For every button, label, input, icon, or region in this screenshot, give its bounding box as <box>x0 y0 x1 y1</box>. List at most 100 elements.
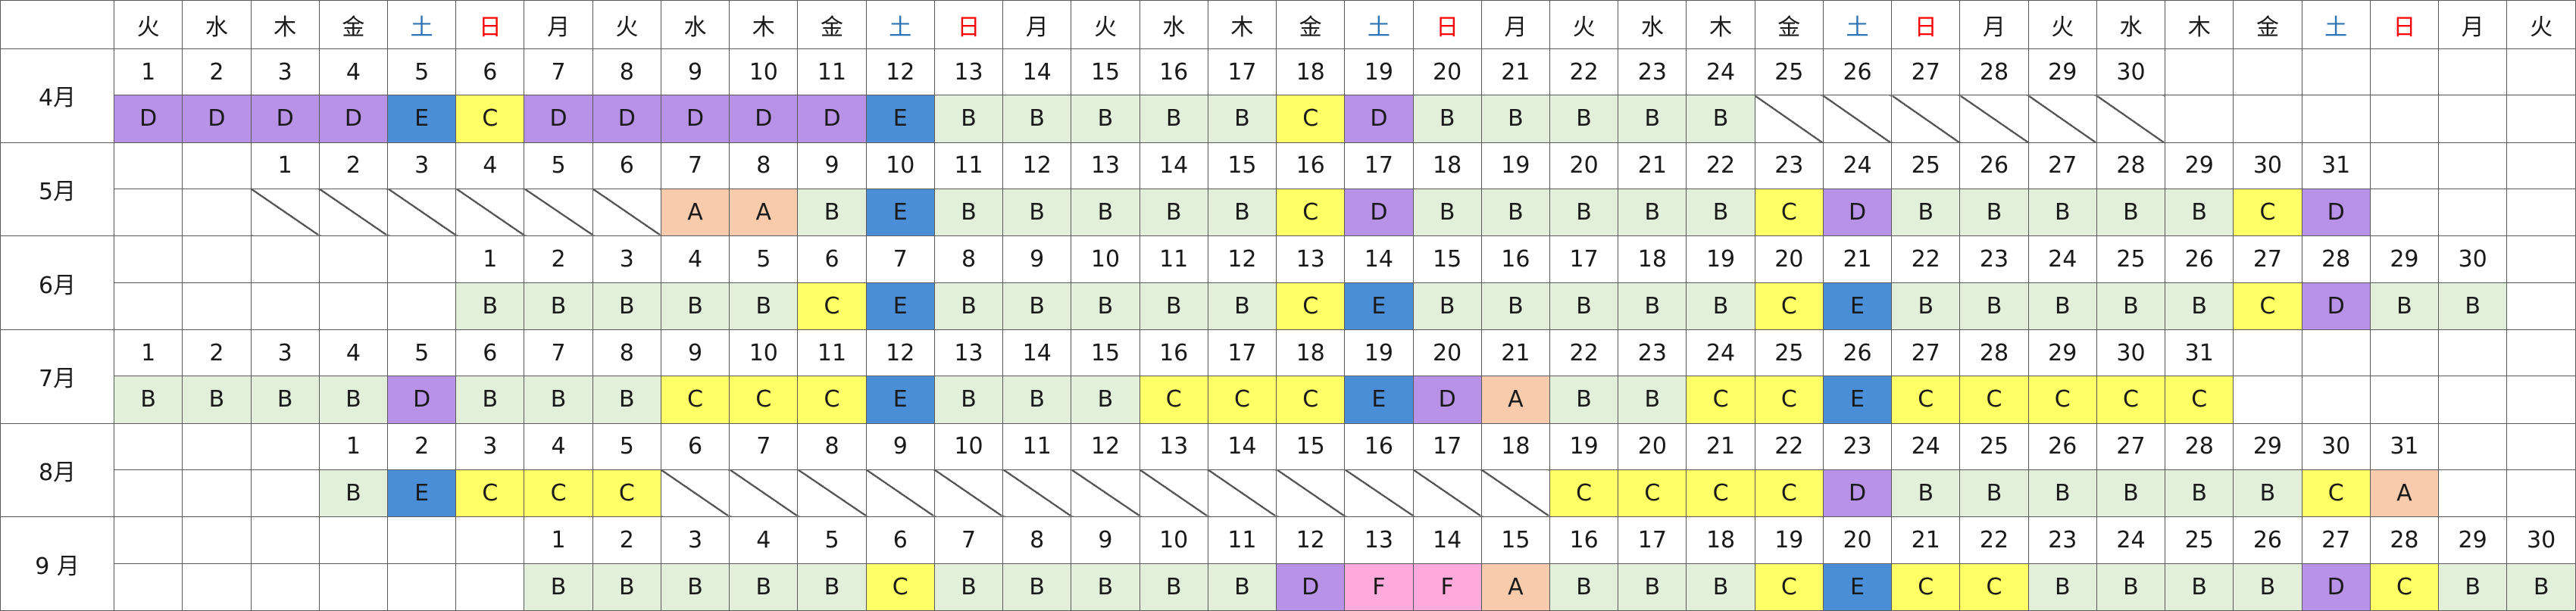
weekday-header: 日 <box>1891 0 1961 49</box>
no-service-slash <box>865 469 935 518</box>
day-number: 17 <box>1412 422 1482 470</box>
shift-code: B <box>1002 376 1072 424</box>
day-number: 26 <box>1822 329 1893 377</box>
weekday-header: 火 <box>114 0 183 49</box>
day-number: 7 <box>933 516 1004 564</box>
empty-cell <box>250 563 320 611</box>
no-service-slash <box>660 469 730 518</box>
day-number: 9 <box>660 48 730 96</box>
shift-code: B <box>1618 376 1687 424</box>
shift-code: B <box>2165 282 2234 330</box>
day-number: 11 <box>933 142 1004 189</box>
weekday-header: 金 <box>1276 0 1346 49</box>
shift-code: D <box>729 95 799 143</box>
empty-cell <box>250 235 320 283</box>
shift-code: B <box>1480 95 1550 143</box>
shift-code: B <box>250 376 320 424</box>
shift-code: C <box>1754 282 1824 330</box>
shift-code: C <box>729 376 799 424</box>
shift-code: E <box>865 95 935 143</box>
weekday-header: 木 <box>1207 0 1277 49</box>
month-label: 8月 <box>0 422 115 518</box>
shift-code: E <box>386 469 457 518</box>
day-number: 17 <box>1207 48 1277 96</box>
weekday-header: 金 <box>797 0 867 49</box>
empty-cell <box>182 563 252 611</box>
shift-code: E <box>1344 376 1414 424</box>
no-service-slash <box>524 188 593 237</box>
shift-code: D <box>1276 563 1346 611</box>
day-number: 12 <box>865 329 935 377</box>
empty-cell <box>114 563 183 611</box>
day-number: 20 <box>1754 235 1824 283</box>
day-number: 6 <box>592 142 661 189</box>
day-number: 24 <box>2027 235 2097 283</box>
day-number: 15 <box>1276 422 1346 470</box>
shift-code: B <box>2027 563 2097 611</box>
shift-code: B <box>1071 95 1140 143</box>
day-number: 27 <box>2233 235 2302 283</box>
day-number: 10 <box>1071 235 1140 283</box>
weekday-header: 金 <box>1754 0 1824 49</box>
day-number: 2 <box>182 329 252 377</box>
day-number: 3 <box>660 516 730 564</box>
empty-cell <box>250 422 320 470</box>
shift-code: B <box>1139 282 1208 330</box>
day-number: 22 <box>1754 422 1824 470</box>
day-number: 15 <box>1071 329 1140 377</box>
day-number: 29 <box>2369 235 2440 283</box>
weekday-header: 火 <box>2027 0 2097 49</box>
weekday-header: 火 <box>1549 0 1619 49</box>
empty-cell <box>386 563 457 611</box>
shift-code: F <box>1412 563 1482 611</box>
day-number: 21 <box>1822 235 1893 283</box>
day-number: 27 <box>1891 329 1961 377</box>
shift-code: B <box>1959 469 2029 518</box>
day-number: 31 <box>2369 422 2440 470</box>
day-number: 20 <box>1549 142 1619 189</box>
shift-code: B <box>524 282 593 330</box>
day-number: 8 <box>797 422 867 470</box>
day-number: 14 <box>1139 142 1208 189</box>
day-number: 3 <box>250 329 320 377</box>
day-number: 25 <box>1891 142 1961 189</box>
day-number: 24 <box>1686 329 1755 377</box>
no-service-slash <box>2027 95 2097 143</box>
day-number: 19 <box>1344 329 1414 377</box>
shift-code: C <box>455 95 525 143</box>
shift-code: B <box>1207 95 1277 143</box>
day-number: 5 <box>729 235 799 283</box>
empty-cell <box>250 516 320 564</box>
empty-cell <box>318 563 389 611</box>
empty-cell <box>2301 95 2371 143</box>
no-service-slash <box>2096 95 2166 143</box>
day-number: 11 <box>1002 422 1072 470</box>
shift-code: B <box>2165 469 2234 518</box>
shift-code: B <box>1959 188 2029 237</box>
day-number: 10 <box>1139 516 1208 564</box>
day-number: 15 <box>1412 235 1482 283</box>
weekday-header: 木 <box>1686 0 1755 49</box>
shift-code: B <box>1480 188 1550 237</box>
shift-code: B <box>1002 95 1072 143</box>
day-number: 3 <box>250 48 320 96</box>
no-service-slash <box>1139 469 1208 518</box>
shift-code: D <box>660 95 730 143</box>
shift-code: B <box>2165 188 2234 237</box>
shift-code: D <box>592 95 661 143</box>
day-number: 25 <box>2096 235 2166 283</box>
weekday-header: 火 <box>1071 0 1140 49</box>
empty-cell <box>318 235 389 283</box>
day-number: 4 <box>660 235 730 283</box>
empty-cell <box>386 282 457 330</box>
shift-code: F <box>1344 563 1414 611</box>
day-number: 13 <box>933 48 1004 96</box>
shift-code: B <box>1139 188 1208 237</box>
no-service-slash <box>933 469 1004 518</box>
shift-code: B <box>1549 188 1619 237</box>
day-number: 1 <box>318 422 389 470</box>
day-number: 19 <box>1344 48 1414 96</box>
